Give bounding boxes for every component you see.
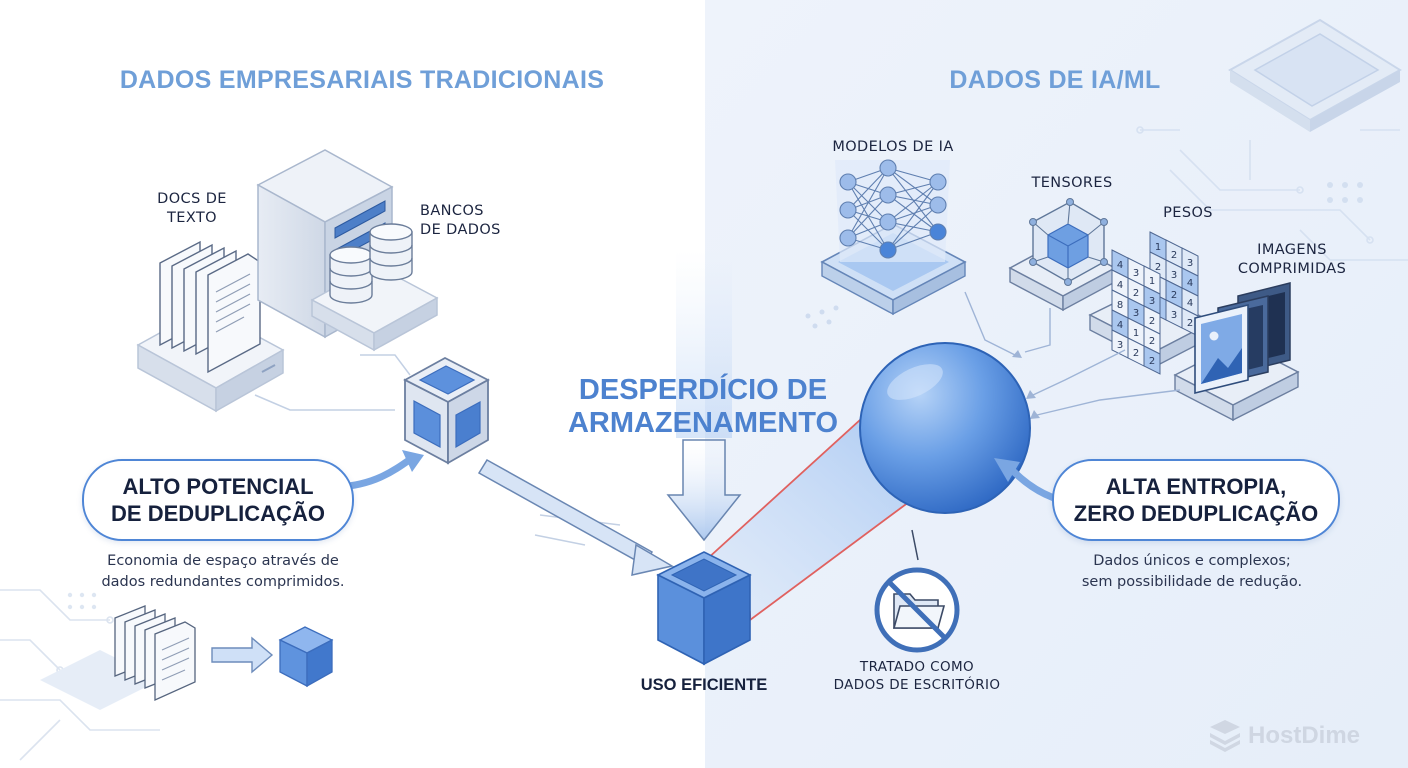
weight-digit: 3: [1171, 310, 1177, 321]
weight-digit: 3: [1133, 308, 1139, 319]
weights-label: PESOS: [1163, 205, 1213, 221]
office-data-line-2: DADOS DE ESCRITÓRIO: [833, 677, 1001, 693]
right-callout-arrowhead: [994, 458, 1020, 482]
weight-digit: 2: [1155, 262, 1161, 273]
weight-digit: 4: [1117, 280, 1123, 291]
circuit-decoration-left: [0, 589, 160, 761]
waste-glow-column: [676, 250, 732, 438]
weight-digit: 4: [1187, 298, 1193, 309]
high-entropy-sphere: [859, 342, 1031, 514]
right-connector-lines: [964, 291, 1181, 416]
waste-down-arrow: [666, 439, 742, 542]
right-connector-arrowheads: [1012, 350, 1040, 419]
weight-digit: 3: [1117, 340, 1123, 351]
weight-digit: 3: [1187, 258, 1193, 269]
weight-digit: 4: [1187, 278, 1193, 289]
ai-models-label: MODELOS DE IA: [832, 139, 954, 155]
office-data-label: TRATADO COMO DADOS DE ESCRITÓRIO: [834, 658, 1001, 694]
weight-digit: 2: [1133, 348, 1139, 359]
images-label-line-1: IMAGENS: [1257, 242, 1327, 258]
databases-label: BANCOS DE DADOS: [420, 202, 501, 240]
high-entropy-callout: ALTA ENTROPIA, ZERO DEDUPLICAÇÃO: [1052, 459, 1340, 541]
left-description-line-2: dados redundantes comprimidos.: [101, 574, 345, 590]
storage-waste-line-2: ARMAZENAMENTO: [567, 407, 839, 439]
docs-label: DOCS DE TEXTO: [157, 190, 227, 228]
compressed-images-label: IMAGENS COMPRIMIDAS: [1238, 241, 1346, 279]
left-heading: DADOS EMPRESARIAIS TRADICIONAIS: [119, 66, 605, 94]
weight-digit: 4: [1117, 260, 1123, 271]
weight-digit: 1: [1133, 328, 1139, 339]
weight-digit: 1: [1149, 276, 1155, 287]
weights-illustration: 123234124332431423832412322: [1088, 231, 1214, 375]
databases-label-line-2: DE DADOS: [420, 222, 501, 238]
left-description: Economia de espaço através de dados redu…: [101, 551, 344, 593]
ai-model-illustration: [820, 160, 967, 316]
weight-digit: 2: [1133, 288, 1139, 299]
circuit-decoration-right: [1136, 126, 1408, 261]
compressed-images-illustration: [1173, 282, 1300, 422]
tensors-label: TENSORES: [1031, 175, 1113, 191]
dedup-callout-line-2: DE DEDUPLICAÇÃO: [111, 501, 325, 526]
images-label-line-2: COMPRIMIDAS: [1237, 261, 1347, 277]
no-folder-icon: [874, 529, 960, 653]
docs-label-line-2: TEXTO: [167, 210, 217, 226]
weight-digit: 2: [1149, 316, 1155, 327]
dots-decoration-left: [67, 592, 97, 610]
left-callout-arrowhead: [402, 450, 424, 472]
weight-digit: 3: [1149, 296, 1155, 307]
efficient-use-label: USO EFICIENTE: [640, 676, 768, 694]
neural-network-icon: [839, 159, 947, 259]
right-description: Dados únicos e complexos; sem possibilid…: [1082, 551, 1302, 593]
right-heading: DADOS DE IA/ML: [949, 66, 1161, 94]
tensor-illustration: [1008, 198, 1117, 312]
efficient-flow-arrow: [477, 458, 675, 576]
right-description-line-2: sem possibilidade de redução.: [1081, 574, 1303, 590]
weight-digit: 3: [1171, 270, 1177, 281]
dedup-callout-line-1: ALTO POTENCIAL: [122, 474, 314, 499]
entropy-callout-line-2: ZERO DEDUPLICAÇÃO: [1073, 501, 1319, 526]
weight-digit: 2: [1149, 336, 1155, 347]
docs-label-line-1: DOCS DE: [157, 191, 227, 207]
weight-cell: [1143, 345, 1161, 375]
efficient-storage-cube: [656, 551, 752, 666]
weight-digit: 3: [1133, 268, 1139, 279]
hostdime-logo-icon: [1210, 720, 1240, 752]
storage-waste-label: DESPERDÍCIO DE ARMAZENAMENTO: [568, 374, 838, 440]
dots-decoration-right: [1327, 182, 1363, 203]
right-description-line-1: Dados únicos e complexos;: [1093, 553, 1291, 569]
databases-label-line-1: BANCOS: [420, 203, 484, 219]
weight-digit: 2: [1171, 250, 1177, 261]
dedup-cube: [403, 356, 490, 465]
weight-digit: 1: [1155, 242, 1161, 253]
compression-illustration: [114, 605, 334, 702]
database-server-illustration: [256, 149, 439, 352]
hostdime-logo-text: HostDime: [1248, 722, 1361, 749]
entropy-callout-line-1: ALTA ENTROPIA,: [1105, 474, 1287, 499]
dedup-potential-callout: ALTO POTENCIAL DE DEDUPLICAÇÃO: [82, 459, 354, 541]
weight-digit: 2: [1149, 356, 1155, 367]
dots-decoration-left-models: [805, 305, 839, 329]
chip-icon: [1228, 18, 1402, 132]
storage-waste-line-1: DESPERDÍCIO DE: [578, 374, 828, 406]
docs-server-illustration: [136, 240, 285, 413]
weight-digit: 4: [1117, 320, 1123, 331]
weight-digit: 2: [1171, 290, 1177, 301]
weight-digit: 2: [1187, 318, 1193, 329]
left-description-line-1: Economia de espaço através de: [107, 553, 339, 569]
weight-digit: 8: [1117, 300, 1123, 311]
office-data-line-1: TRATADO COMO: [859, 659, 975, 675]
